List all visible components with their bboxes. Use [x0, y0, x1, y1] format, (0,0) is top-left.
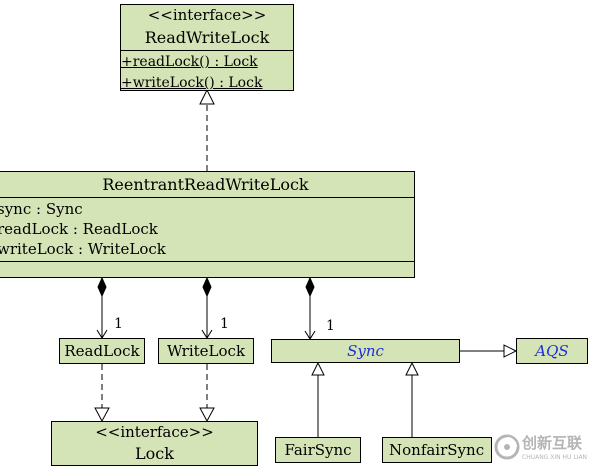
readwritelock-method-readlock: +readLock() : Lock — [121, 54, 258, 70]
readlock-name: ReadLock — [64, 342, 140, 360]
realization-arrowhead-lock-right — [199, 407, 215, 423]
watermark-logo-icon — [494, 434, 520, 460]
watermark: 创新互联 CHUANG XIN HU LIAN — [492, 432, 590, 469]
writelock-name: WriteLock — [166, 342, 246, 360]
generalization-arrowhead-sync-left — [311, 361, 325, 376]
writelock-class-box: WriteLock — [158, 338, 254, 364]
readlock-class-box: ReadLock — [59, 338, 145, 364]
attribute-sync: sync : Sync — [0, 200, 83, 218]
reentrantreadwritelock-name: ReentrantReadWriteLock — [102, 175, 309, 194]
readwritelock-stereotype: <<interface>> — [147, 6, 267, 24]
nonfairsync-name: NonfairSync — [389, 441, 485, 459]
aqs-name: AQS — [535, 342, 569, 360]
generalization-arrowhead-sync-right — [405, 361, 419, 376]
lock-interface-box: <<interface>> Lock — [51, 421, 258, 466]
lock-stereotype: <<interface>> — [95, 423, 214, 441]
attribute-readlock: readLock : ReadLock — [0, 220, 158, 238]
aqs-abstract-class-box: AQS — [516, 338, 588, 364]
readwritelock-interface-box: <<interface>> ReadWriteLock +readLock() … — [120, 4, 294, 91]
realization-arrowhead-lock-left — [94, 407, 110, 423]
realization-arrowhead-rwl — [199, 88, 215, 105]
watermark-text: 创新互联 — [522, 434, 583, 452]
sync-abstract-class-box: Sync — [271, 339, 460, 363]
reentrantreadwritelock-attributes-compartment: sync : Sync readLock : ReadLock writeLoc… — [0, 197, 414, 261]
multiplicity-writelock: 1 — [220, 316, 229, 332]
generalization-arrowhead-aqs — [503, 344, 518, 358]
nonfairsync-class-box: NonfairSync — [382, 437, 492, 463]
attribute-writelock: writeLock : WriteLock — [0, 240, 166, 258]
readwritelock-methods-compartment: +readLock() : Lock +writeLock() : Lock — [121, 50, 293, 91]
multiplicity-readlock: 1 — [114, 316, 123, 332]
fairsync-name: FairSync — [284, 441, 352, 459]
reentrantreadwritelock-class-box: ReentrantReadWriteLock sync : Sync readL… — [0, 171, 415, 278]
lock-name: Lock — [135, 444, 174, 463]
readwritelock-method-writelock: +writeLock() : Lock — [121, 75, 263, 91]
composition-diamond-readlock — [97, 276, 107, 298]
composition-diamond-sync — [305, 276, 315, 298]
reentrantreadwritelock-methods-compartment — [0, 261, 414, 278]
composition-diamond-writelock — [202, 276, 212, 298]
readwritelock-name: ReadWriteLock — [144, 28, 270, 47]
sync-name: Sync — [347, 342, 384, 360]
fairsync-class-box: FairSync — [275, 437, 361, 463]
watermark-subtext: CHUANG XIN HU LIAN — [522, 454, 588, 461]
multiplicity-sync: 1 — [326, 318, 335, 334]
